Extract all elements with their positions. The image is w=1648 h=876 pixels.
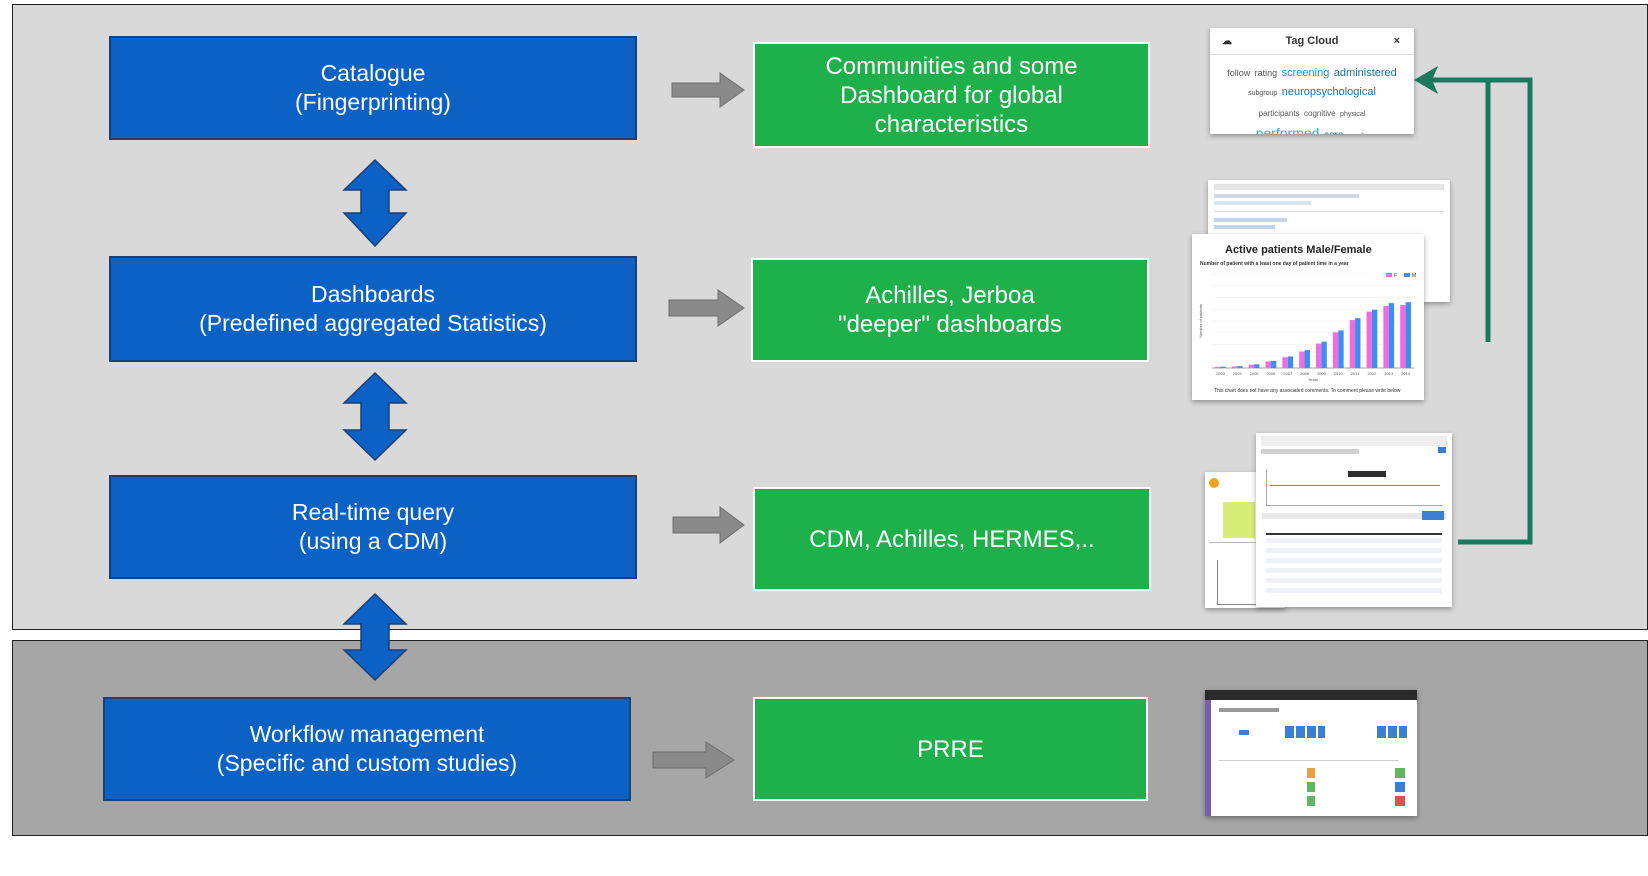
x-tick-label: 2006 [1266,371,1276,376]
y-axis-label: Number of patients [1198,304,1203,338]
teal-connector [1430,77,1533,545]
bar-F-2006 [1265,361,1271,368]
bar-F-2014 [1400,305,1406,368]
bar-F-2010 [1332,332,1339,368]
gray-arrow-2 [668,289,745,327]
bar-M-2005 [1254,364,1260,368]
tag-cloud-thumbnail: ☁ Tag Cloud × follow rating screening ad… [1210,28,1414,134]
bar-M-2013 [1388,303,1395,368]
chart-plot: 2003 2004 2005 2006 2007 2008 2009 2010 2011 2012… [1198,273,1416,382]
prre-box: PRRE [753,697,1148,801]
legend-swatch-F [1386,273,1392,277]
cloud-icon: ☁ [1222,35,1232,47]
double-arrow-2 [342,371,408,462]
bar-F-2013 [1383,305,1389,368]
gray-arrow-4 [652,741,735,779]
bar-M-2007 [1287,356,1294,368]
legend-label-M: M [1412,273,1416,279]
x-tick-label: 2005 [1250,371,1260,376]
x-axis-label: Years [1308,377,1318,382]
bar-F-2008 [1299,351,1305,368]
x-tick-label: 2013 [1384,371,1394,376]
teal-arrowhead [1414,66,1438,94]
double-arrow-3 [342,592,408,682]
achilles-jerboa-box: Achilles, Jerboa "deeper" dashboards [751,258,1149,362]
dashboards-box: Dashboards (Predefined aggregated Statis… [109,256,637,362]
x-tick-label: 2011 [1351,371,1360,376]
x-tick-label: 2012 [1367,371,1377,376]
bar-F-2007 [1282,357,1288,368]
bar-M-2003 [1220,366,1226,368]
legend-swatch-M [1404,273,1410,277]
bar-M-2009 [1321,341,1327,368]
workflow-box: Workflow management (Specific and custom… [103,697,631,801]
bar-M-2012 [1371,309,1378,368]
gray-arrow-3 [672,506,745,544]
cdm-achilles-hermes-box: CDM, Achilles, HERMES,.. [753,487,1151,591]
double-arrow-1 [342,158,408,248]
bar-M-2008 [1304,350,1310,368]
close-icon: × [1393,35,1400,47]
query-tool-thumbnail [1256,433,1452,607]
x-tick-label: 2014 [1401,371,1411,376]
x-tick-label: 2007 [1283,371,1293,376]
legend-label-F: F [1394,273,1397,279]
bar-M-2011 [1355,318,1361,368]
bar-M-2014 [1405,302,1411,368]
x-tick-label: 2008 [1300,371,1310,376]
bar-F-2004 [1231,366,1238,368]
active-patients-chart-thumbnail: Active patients Male/Female Number of pa… [1192,234,1424,400]
x-tick-label: 2009 [1317,371,1327,376]
chart-subtitle: Number of patient with a least one day o… [1200,261,1349,267]
bar-F-2003 [1215,366,1221,368]
catalogue-box: Catalogue (Fingerprinting) [109,36,637,140]
communities-box: Communities and some Dashboard for globa… [753,42,1150,148]
gray-arrow-1 [671,72,745,108]
bar-F-2012 [1366,311,1372,368]
bar-F-2011 [1349,320,1356,368]
bar-M-2010 [1338,330,1344,368]
tag-cloud-title: Tag Cloud [1285,35,1339,47]
realtime-query-box: Real-time query (using a CDM) [109,475,637,579]
bar-M-2006 [1270,360,1277,368]
prre-thumbnail [1205,690,1417,816]
bar-F-2009 [1316,343,1322,368]
chart-footer: This chart does not have any associated … [1214,388,1401,394]
chart-title: Active patients Male/Female [1225,244,1372,256]
bar-M-2004 [1237,366,1243,368]
tag-cloud-words: follow rating screening administered sub… [1227,67,1397,134]
x-tick-label: 2004 [1233,371,1243,376]
bar-F-2005 [1248,364,1255,368]
x-tick-label: 2003 [1216,371,1226,376]
x-tick-label: 2010 [1334,371,1344,376]
